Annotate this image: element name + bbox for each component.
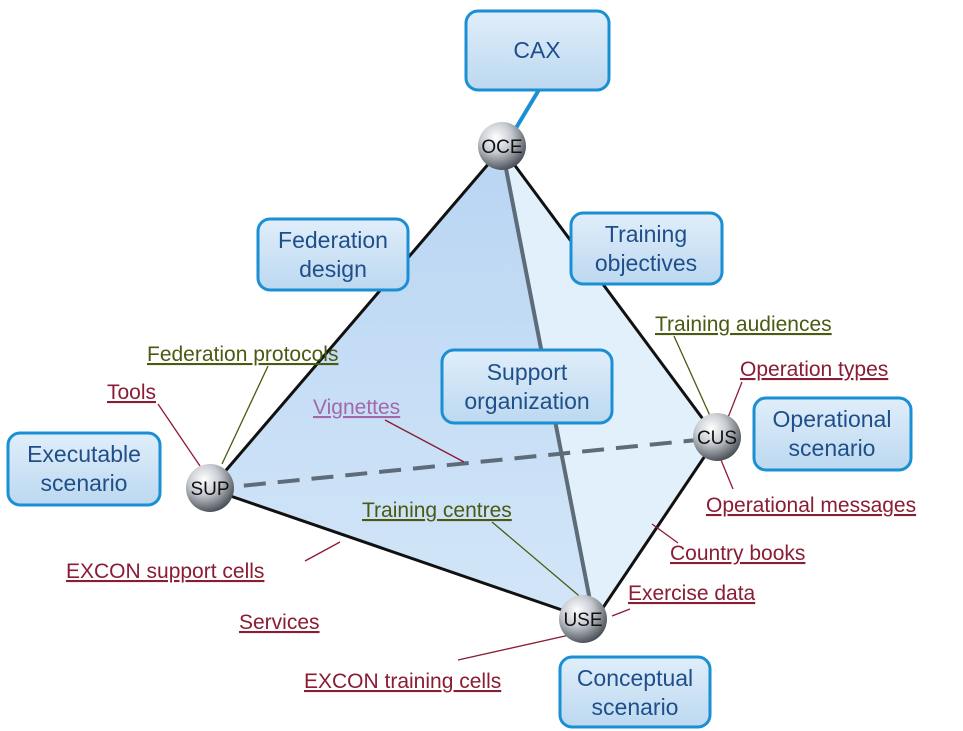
edge-oce-cus [500, 147, 719, 439]
label-excon-training-cells: EXCON training cells [304, 670, 501, 693]
label-services: Services [239, 611, 320, 634]
executable-scenario-box: Executable scenario [6, 431, 162, 507]
training-objectives-box: Training objectives [569, 211, 724, 286]
support-organization-line2: organization [464, 388, 589, 414]
label-exercise-data: Exercise data [628, 582, 756, 605]
node-oce-label: OCE [481, 137, 522, 158]
cax-box: CAX [464, 9, 611, 92]
label-training-audiences: Training audiences [655, 313, 832, 336]
operational-scenario-line1: Operational [773, 406, 892, 432]
conceptual-scenario-box: Conceptual scenario [558, 655, 712, 729]
support-organization-box: Support organization [440, 348, 614, 425]
hidden-edge-sup-cus [209, 436, 718, 491]
node-sup: SUP [186, 464, 234, 512]
cax-label: CAX [513, 37, 560, 63]
label-operational-messages: Operational messages [706, 494, 916, 517]
executable-scenario-line2: scenario [41, 470, 128, 496]
front-face [210, 148, 594, 621]
federation-design-line1: Federation [278, 227, 388, 253]
executable-scenario-line1: Executable [27, 441, 141, 467]
node-cus-label: CUS [697, 428, 737, 449]
support-organization-line1: Support [487, 359, 568, 385]
node-oce: OCE [478, 122, 526, 170]
training-objectives-line2: objectives [595, 250, 697, 276]
label-excon-support-cells: EXCON support cells [66, 560, 264, 583]
cax-connector [514, 86, 542, 130]
edge-cus-use [592, 437, 719, 622]
label-operation-types: Operation types [740, 358, 888, 381]
operational-scenario-line2: scenario [789, 435, 876, 461]
label-training-centres: Training centres [362, 499, 512, 522]
training-objectives-line1: Training [605, 221, 687, 247]
federation-design-box: Federation design [256, 217, 410, 292]
leader-lines [157, 335, 743, 661]
edge-sup-use [209, 487, 595, 623]
edge-oce-sup [208, 147, 504, 490]
node-sup-label: SUP [190, 479, 229, 500]
node-cus: CUS [693, 413, 741, 461]
conceptual-scenario-line2: scenario [592, 694, 679, 720]
operational-scenario-box: Operational scenario [752, 396, 913, 472]
label-vignettes: Vignettes [313, 396, 400, 419]
node-use-label: USE [563, 610, 602, 631]
label-country-books: Country books [670, 542, 805, 565]
federation-design-line2: design [299, 256, 367, 282]
label-tools: Tools [107, 381, 156, 404]
label-federation-protocols: Federation protocols [147, 343, 338, 366]
node-use: USE [559, 595, 607, 643]
conceptual-scenario-line1: Conceptual [577, 665, 693, 691]
